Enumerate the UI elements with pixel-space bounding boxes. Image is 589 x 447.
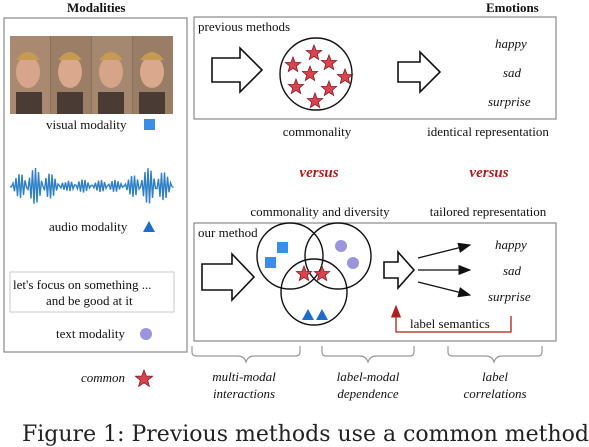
prev-emotion-surprise: surprise [488,94,531,109]
versus-left: versus [299,165,339,181]
modalities-header: Modalities [67,0,126,15]
prev-emotion-happy: happy [495,36,527,51]
labelmodal-label-2: dependence [337,386,399,401]
labelmodal-label-1: label-modal [336,369,400,384]
brace-labelmodal [321,346,415,364]
venn-circle-icon [335,240,347,252]
commonality-label: commonality [282,124,352,139]
label-semantics-arrow [390,304,512,333]
venn-square-icon [265,257,276,268]
text-sample-line2: and be good at it [46,293,133,308]
brace-label-correlations [447,346,543,364]
venn-triangle-icon [302,309,314,320]
previous-input-arrow [211,46,264,94]
common-star-icon [134,369,154,387]
venn-square-icon [277,242,288,253]
our-output-arrow [383,249,416,291]
audio-waveform [9,167,174,204]
previous-methods-title: previous methods [198,19,291,34]
multimodal-label-1: multi-modal [212,369,276,384]
previous-methods-box [193,16,557,120]
our-method-box [193,222,557,342]
figure-caption: Figure 1: Previous methods use a common … [22,422,589,447]
label-semantics-label: label semantics [410,316,490,331]
venn-triangle-icon [316,309,328,320]
venn-star [313,265,331,281]
text-sample-box [9,271,175,313]
ours-emotion-sad: sad [503,263,522,278]
venn-star [295,265,313,281]
venn-circle-icon [347,257,359,269]
label-correlations-label-1: label [482,369,508,384]
ours-emotion-surprise: surprise [488,289,531,304]
figure-canvas [3,16,557,387]
our-input-arrow [201,252,256,302]
audio-modality-label: audio modality [49,219,128,234]
prev-emotion-sad: sad [503,65,522,80]
tailored-representation-label: tailored representation [429,204,547,219]
versus-right: versus [469,165,509,181]
previous-output-arrow [397,50,442,94]
venn-diagram [256,222,372,326]
arrow-happy [417,242,472,259]
arrow-surprise [417,281,472,298]
video-frames [10,36,173,114]
text-sample-line1: let's focus on something ... [13,277,152,292]
audio-triangle-icon [143,221,155,232]
ours-emotion-happy: happy [495,237,527,252]
visual-modality-label: visual modality [46,117,127,132]
common-label: common [81,370,126,385]
multimodal-label-2: interactions [212,386,276,401]
visual-square-icon [144,119,155,130]
text-circle-icon [140,328,152,340]
label-correlations-label-2: correlations [463,386,527,401]
modalities-panel [3,17,188,353]
brace-multimodal [191,346,301,364]
text-modality-label: text modality [56,326,125,341]
emotions-header: Emotions [486,0,539,15]
commonality-diversity-label: commonality and diversity [250,204,390,219]
our-method-title: our method [198,225,258,240]
identical-representation-label: identical representation [427,124,549,139]
